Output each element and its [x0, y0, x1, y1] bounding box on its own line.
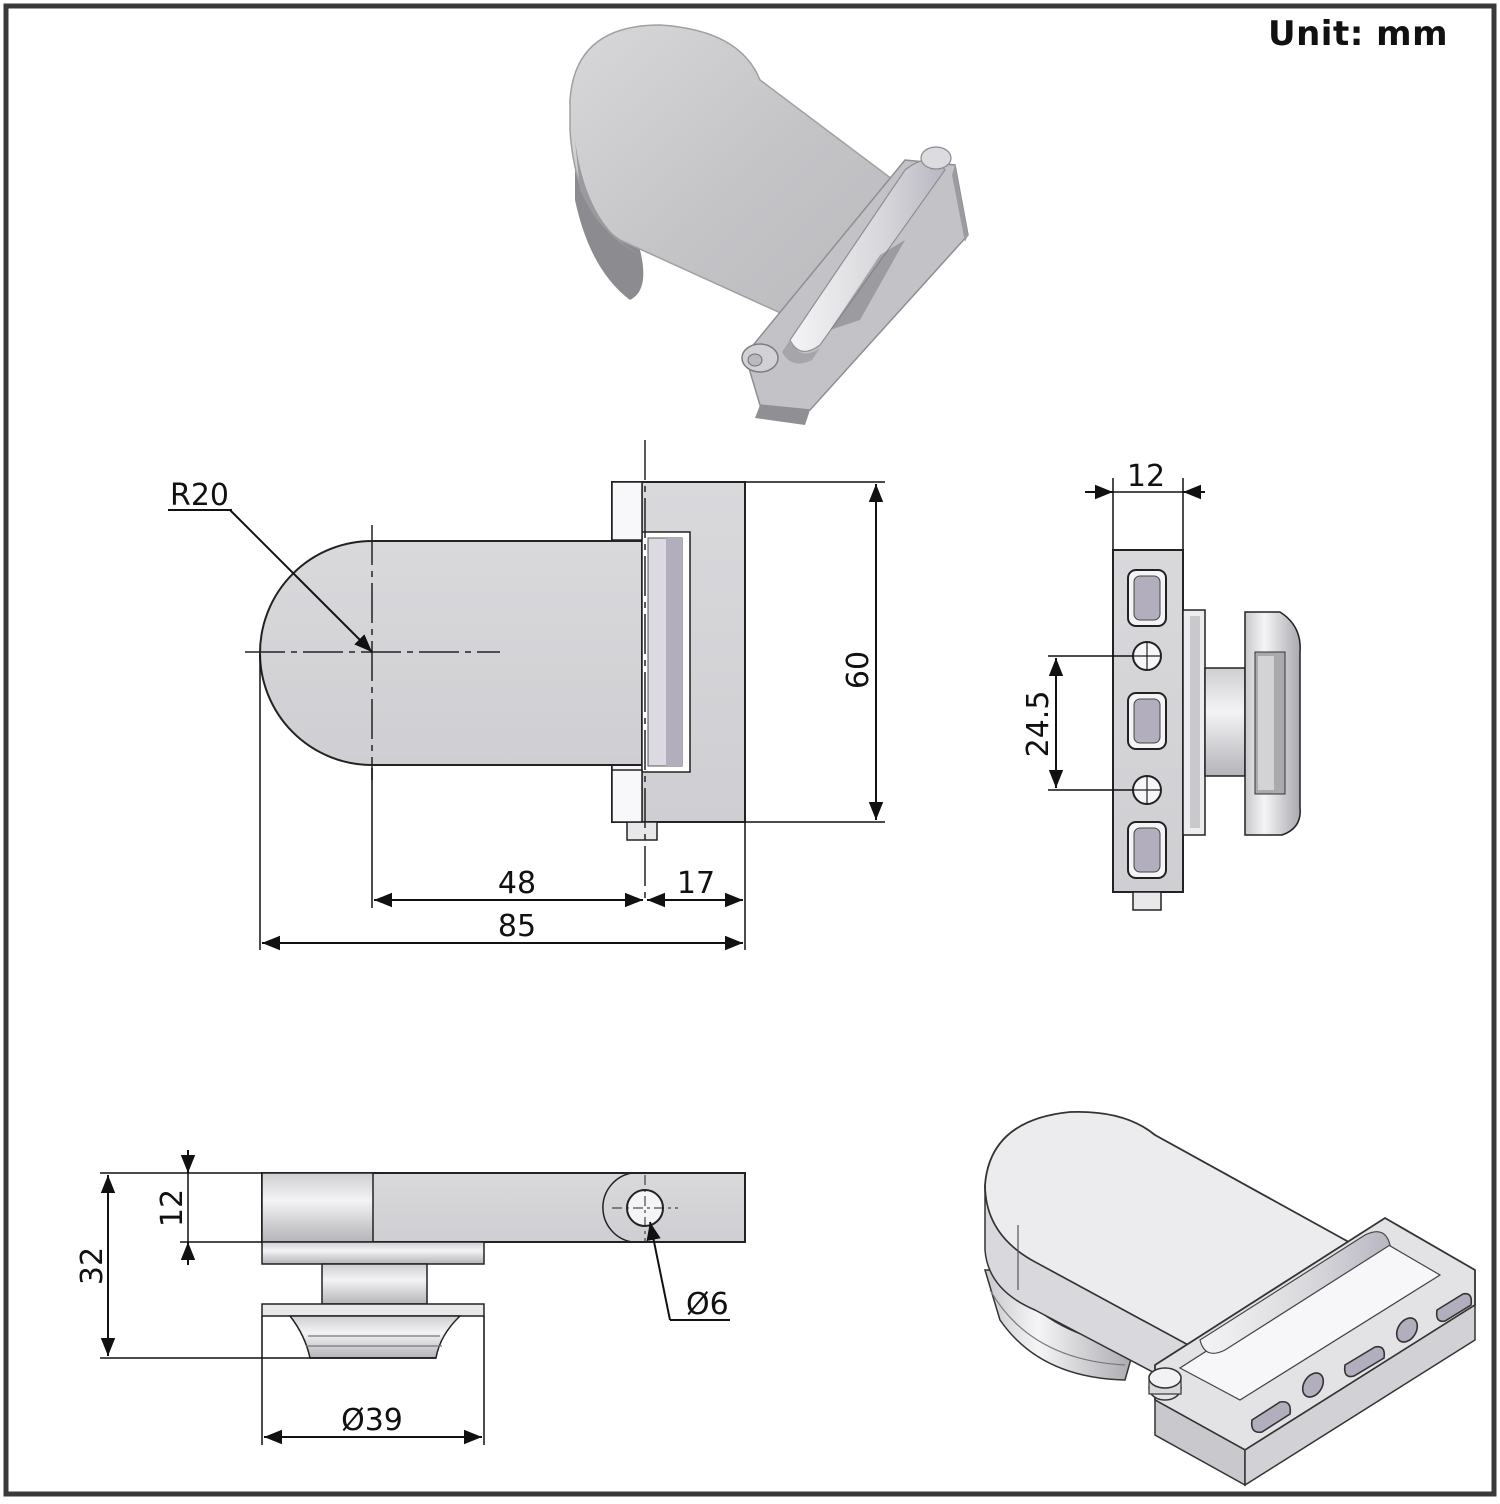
dim-length-total: 85: [498, 909, 536, 944]
top-view: 12 32 Ø6 Ø39: [75, 1150, 746, 1445]
front-view: R20 60 48 17 85: [168, 440, 885, 951]
dim-width: 12: [1127, 459, 1165, 494]
iso-render: [983, 1110, 1476, 1487]
dim-length-knuckle: 17: [677, 866, 715, 901]
dim-overall-depth: 32: [75, 1247, 110, 1285]
dim-pin-diameter: Ø6: [686, 1287, 729, 1322]
side-view: 12 24.5: [1021, 459, 1301, 911]
sheet-border: [3, 3, 1497, 1497]
product-photo: [569, 24, 969, 425]
dim-base-diameter: Ø39: [341, 1403, 403, 1438]
dim-plate-thickness: 12: [155, 1189, 190, 1227]
dim-length-center: 48: [498, 866, 536, 901]
dim-hole-spacing: 24.5: [1021, 691, 1056, 758]
unit-label: Unit: mm: [1267, 14, 1448, 54]
dim-height: 60: [841, 651, 876, 689]
dim-radius: R20: [170, 478, 229, 513]
